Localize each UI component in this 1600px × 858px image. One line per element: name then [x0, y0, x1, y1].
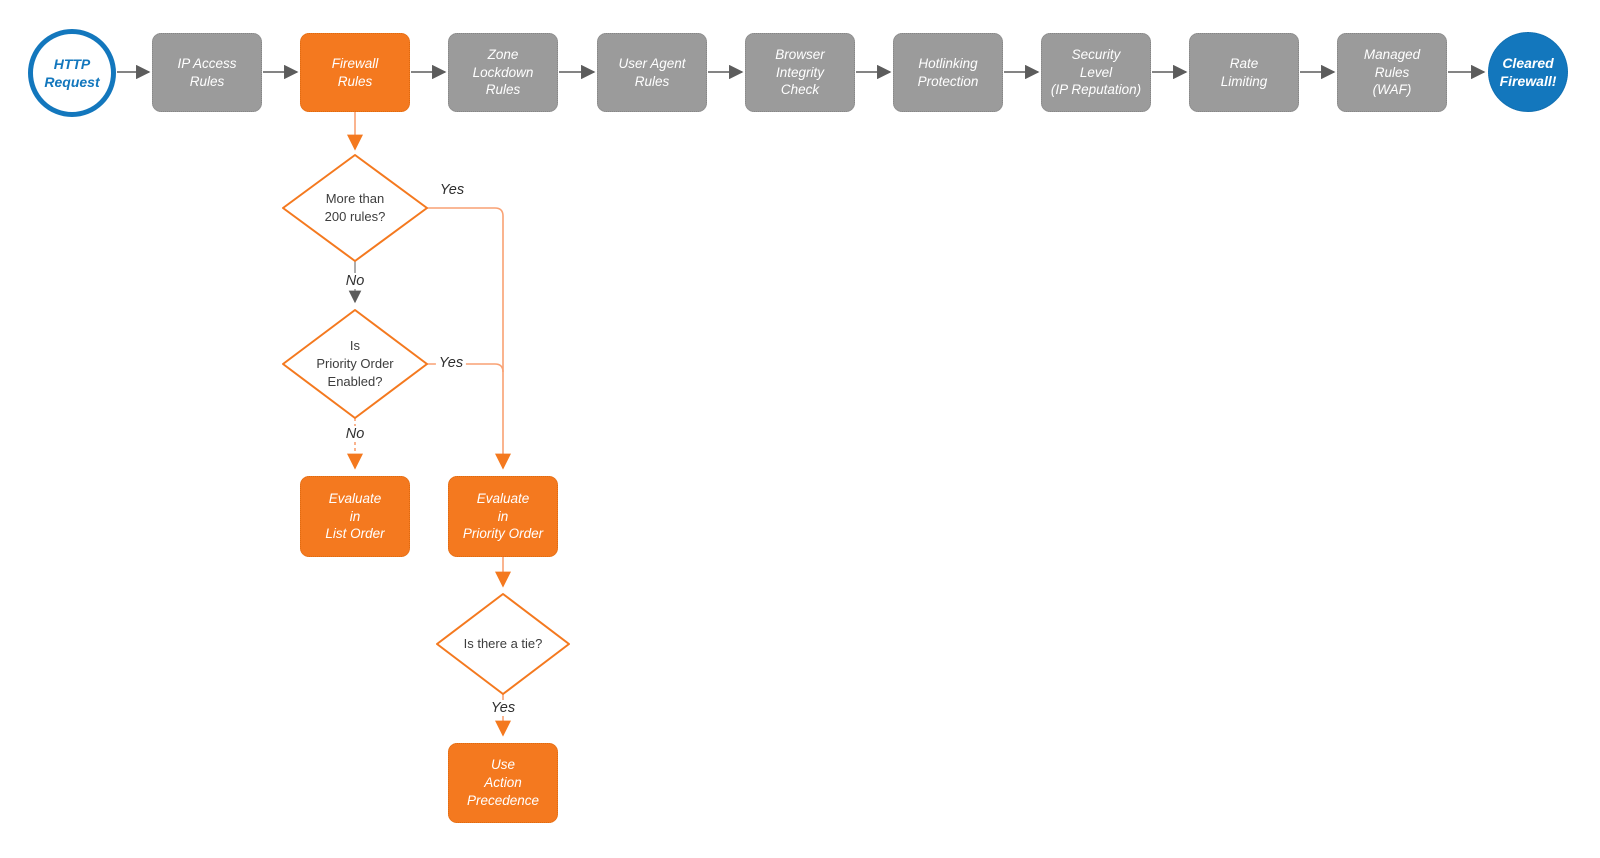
node-security-level: Security Level (IP Reputation) — [1041, 33, 1151, 112]
node-hotlinking-protection: Hotlinking Protection — [893, 33, 1003, 112]
decision-shapes — [282, 154, 570, 695]
edge-label-no-more-than-200: No — [342, 273, 368, 289]
node-firewall-rules: Firewall Rules — [300, 33, 410, 112]
node-managed-rules-waf: Managed Rules (WAF) — [1337, 33, 1447, 112]
decision-priority-order-enabled: Is Priority Order Enabled? — [316, 338, 394, 389]
node-http-request-label: HTTP Request — [44, 55, 100, 90]
decision-more-than-200-rules: More than 200 rules? — [324, 191, 386, 224]
diamond-tie — [436, 593, 570, 695]
action-use-action-precedence: Use Action Precedence — [448, 743, 558, 823]
node-user-agent-rules: User Agent Rules — [597, 33, 707, 112]
action-evaluate-list-order: Evaluate in List Order — [300, 476, 410, 557]
diamond-more-than-200 — [282, 154, 428, 262]
node-ip-access-rules: IP Access Rules — [152, 33, 262, 112]
node-rate-limiting: Rate Limiting — [1189, 33, 1299, 112]
decision-is-there-a-tie: Is there a tie? — [463, 636, 543, 652]
edge-label-yes-tie: Yes — [487, 700, 519, 716]
diamond-priority-enabled — [282, 309, 428, 419]
node-cleared-firewall-label: Cleared Firewall! — [1499, 54, 1557, 89]
node-zone-lockdown-rules: Zone Lockdown Rules — [448, 33, 558, 112]
edge-label-no-priority-enabled: No — [342, 426, 368, 442]
edge-label-yes-priority-enabled: Yes — [435, 355, 467, 371]
node-browser-integrity-check: Browser Integrity Check — [745, 33, 855, 112]
edge-label-yes-more-than-200: Yes — [436, 182, 468, 198]
node-cleared-firewall: Cleared Firewall! — [1488, 32, 1568, 112]
node-http-request: HTTP Request — [28, 29, 116, 117]
action-evaluate-priority-order: Evaluate in Priority Order — [448, 476, 558, 557]
